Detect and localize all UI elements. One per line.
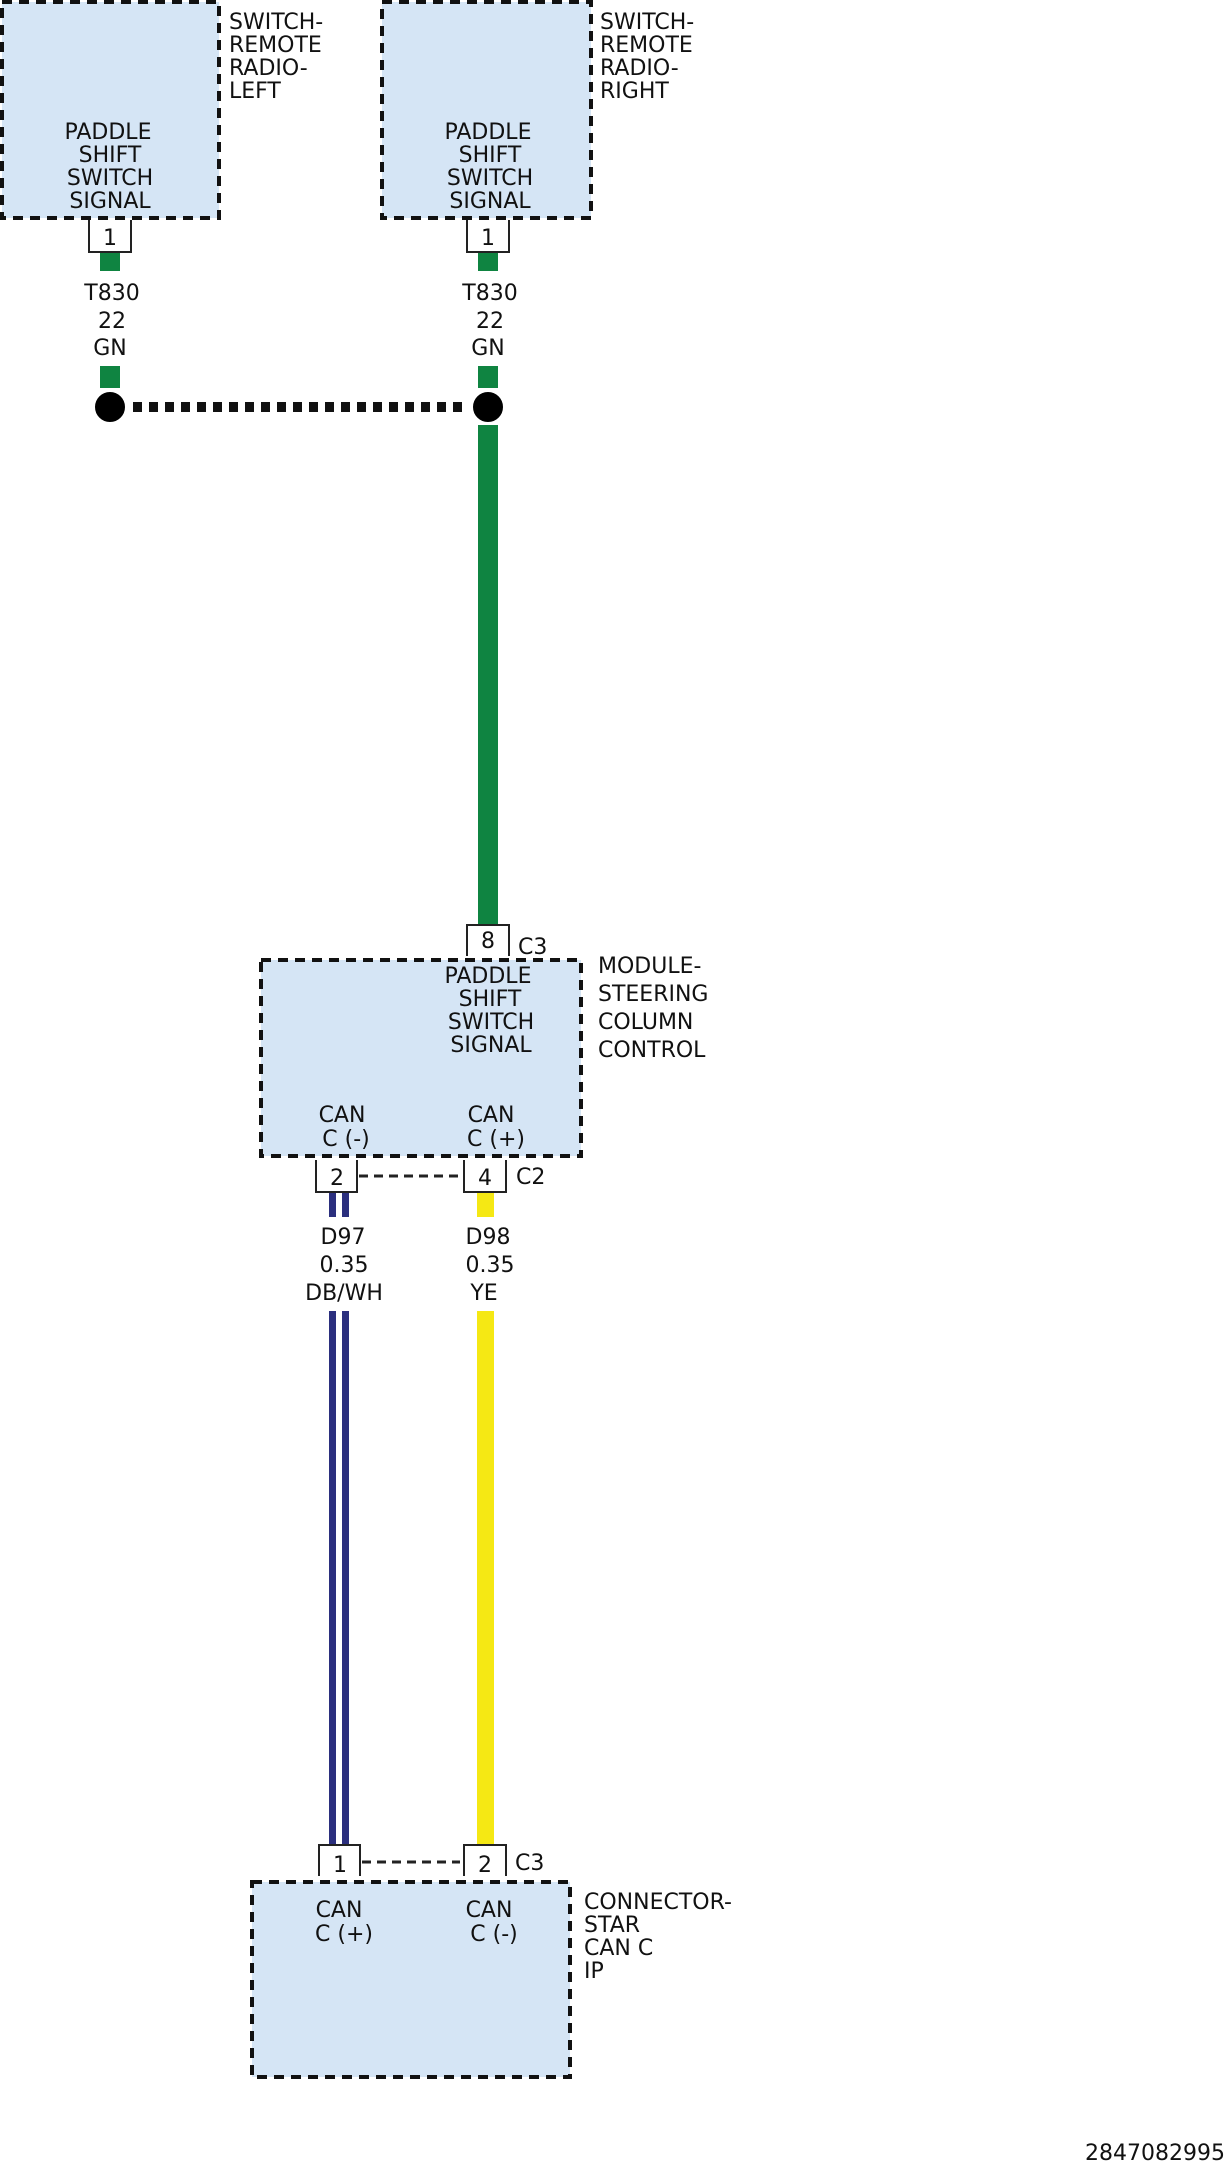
- d97-stub-b: [342, 1193, 349, 1217]
- svg-text:RADIO-: RADIO-: [600, 56, 679, 81]
- svg-text:22: 22: [98, 309, 126, 334]
- svg-text:GN: GN: [471, 336, 505, 361]
- svg-text:22: 22: [476, 309, 504, 334]
- svg-text:CAN: CAN: [316, 1898, 363, 1923]
- svg-text:SIGNAL: SIGNAL: [449, 189, 531, 214]
- svg-text:0.35: 0.35: [320, 1253, 369, 1278]
- module-connector-c2: C2: [516, 1165, 545, 1190]
- svg-text:RIGHT: RIGHT: [600, 79, 669, 104]
- splice-dot-right: [471, 390, 505, 424]
- svg-text:SWITCH: SWITCH: [448, 1010, 534, 1035]
- star-connector-name: CONNECTOR- STAR CAN C IP: [584, 1890, 732, 1984]
- svg-text:C (+): C (+): [467, 1127, 525, 1152]
- d97-wire-b: [342, 1311, 349, 1844]
- star-can-minus-label: CAN C (-): [466, 1898, 518, 1947]
- svg-text:CAN: CAN: [468, 1103, 515, 1128]
- svg-text:GN: GN: [93, 336, 127, 361]
- svg-text:T830: T830: [83, 281, 139, 306]
- module-pin-4: [463, 1160, 507, 1193]
- module-pin-2: [315, 1160, 358, 1193]
- svg-text:CONTROL: CONTROL: [598, 1038, 706, 1063]
- d98-wire: [477, 1311, 494, 1844]
- svg-text:PADDLE: PADDLE: [445, 120, 532, 145]
- d97-wire-a: [329, 1311, 336, 1844]
- right-wire-stub: [478, 253, 498, 271]
- svg-text:LEFT: LEFT: [229, 79, 281, 104]
- left-switch-pin-number: 1: [103, 226, 117, 251]
- star-connector-c3: C3: [515, 1851, 544, 1876]
- svg-text:SHIFT: SHIFT: [79, 143, 142, 168]
- svg-text:SIGNAL: SIGNAL: [69, 189, 151, 214]
- svg-text:SWITCH-: SWITCH-: [229, 10, 323, 35]
- right-switch-pin: [466, 220, 510, 253]
- svg-text:C (-): C (-): [470, 1922, 517, 1947]
- svg-text:REMOTE: REMOTE: [600, 33, 693, 58]
- svg-text:PADDLE: PADDLE: [65, 120, 152, 145]
- svg-text:C (+): C (+): [315, 1922, 373, 1947]
- svg-text:MODULE-: MODULE-: [598, 954, 701, 979]
- module-can-plus-label: CAN C (+): [467, 1103, 525, 1152]
- svg-text:T830: T830: [461, 281, 517, 306]
- figure-id: 2847082995: [1085, 2141, 1225, 2166]
- left-switch-name: SWITCH- REMOTE RADIO- LEFT: [229, 10, 323, 104]
- left-wire-label: T830 22 GN: [83, 281, 139, 361]
- svg-text:SWITCH: SWITCH: [67, 166, 153, 191]
- module-pin-2-number: 2: [330, 1166, 344, 1191]
- left-wire-stub-lower: [100, 366, 120, 388]
- svg-text:D97: D97: [321, 1225, 366, 1250]
- svg-text:D98: D98: [466, 1225, 511, 1250]
- svg-text:SWITCH: SWITCH: [447, 166, 533, 191]
- star-connector-box: [250, 1880, 572, 2079]
- module-function: PADDLE SHIFT SWITCH SIGNAL: [445, 964, 535, 1058]
- module-pin-8: [466, 924, 510, 956]
- left-wire-stub: [100, 253, 120, 271]
- module-pin-4-number: 4: [478, 1166, 492, 1191]
- right-switch-name: SWITCH- REMOTE RADIO- RIGHT: [600, 10, 694, 104]
- svg-text:RADIO-: RADIO-: [229, 56, 308, 81]
- right-wire-label: T830 22 GN: [461, 281, 517, 361]
- svg-text:STEERING: STEERING: [598, 982, 708, 1007]
- svg-text:YE: YE: [469, 1281, 497, 1306]
- green-wire-t830: [478, 425, 498, 926]
- star-pin-1: [318, 1844, 361, 1876]
- star-pin-2-number: 2: [478, 1853, 492, 1878]
- right-switch-function: PADDLE SHIFT SWITCH SIGNAL: [445, 120, 534, 214]
- svg-text:CAN C: CAN C: [584, 1936, 653, 1961]
- right-switch-pin-number: 1: [481, 226, 495, 251]
- star-pin-1-number: 1: [333, 1853, 347, 1878]
- svg-text:REMOTE: REMOTE: [229, 33, 322, 58]
- svg-text:STAR: STAR: [584, 1913, 640, 1938]
- d97-stub-a: [329, 1193, 336, 1217]
- module-box: [259, 958, 583, 1158]
- left-switch-pin: [88, 220, 132, 253]
- right-wire-stub-lower: [478, 366, 498, 388]
- svg-text:CAN: CAN: [319, 1103, 366, 1128]
- svg-text:SHIFT: SHIFT: [459, 987, 522, 1012]
- splice-dot-left: [93, 390, 127, 424]
- svg-text:COLUMN: COLUMN: [598, 1010, 693, 1035]
- d98-label: D98 0.35 YE: [466, 1225, 515, 1306]
- svg-text:C (-): C (-): [322, 1127, 369, 1152]
- star-pin-2: [463, 1844, 507, 1876]
- right-switch-box: [380, 0, 593, 220]
- module-can-minus-label: CAN C (-): [319, 1103, 370, 1152]
- d97-label: D97 0.35 DB/WH: [305, 1225, 383, 1306]
- d98-stub: [477, 1193, 494, 1217]
- module-pin-8-number: 8: [481, 929, 495, 954]
- left-switch-function: PADDLE SHIFT SWITCH SIGNAL: [65, 120, 154, 214]
- svg-text:CAN: CAN: [466, 1898, 513, 1923]
- svg-text:SHIFT: SHIFT: [459, 143, 522, 168]
- svg-text:SWITCH-: SWITCH-: [600, 10, 694, 35]
- svg-text:PADDLE: PADDLE: [445, 964, 532, 989]
- module-name: MODULE- STEERING COLUMN CONTROL: [598, 954, 708, 1063]
- svg-text:DB/WH: DB/WH: [305, 1281, 383, 1306]
- star-can-plus-label: CAN C (+): [315, 1898, 373, 1947]
- svg-text:SIGNAL: SIGNAL: [450, 1033, 532, 1058]
- svg-text:IP: IP: [584, 1959, 604, 1984]
- svg-text:0.35: 0.35: [466, 1253, 515, 1278]
- module-connector-c3: C3: [518, 935, 547, 960]
- left-switch-box: [0, 0, 221, 220]
- svg-text:CONNECTOR-: CONNECTOR-: [584, 1890, 732, 1915]
